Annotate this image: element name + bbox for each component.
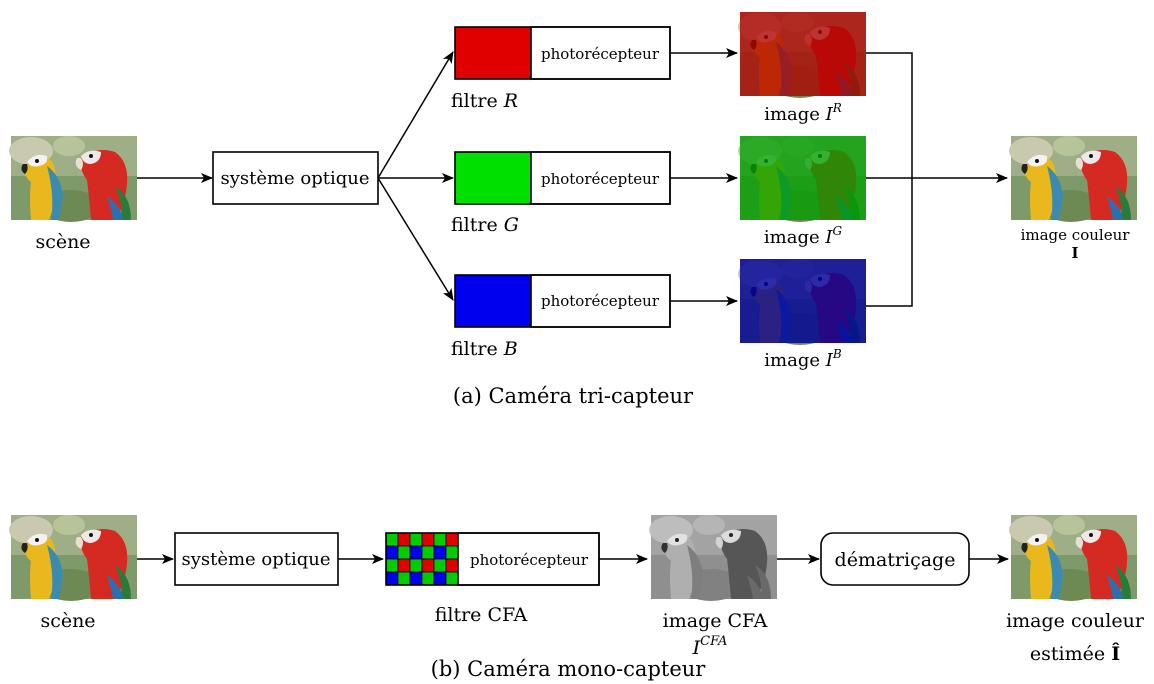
cfa-cell: [445, 571, 459, 586]
cfa-cell: [421, 545, 435, 560]
demosaic-label: dématriçage: [835, 549, 956, 571]
arrow-optics-to-r: [377, 51, 454, 179]
filter-label-g: filtre G: [451, 214, 519, 236]
output-image-top: [1009, 136, 1137, 222]
sensor-box-g: [530, 151, 671, 205]
cfa-cell: [445, 558, 459, 573]
output-label-bottom-2: estimée Î: [1030, 642, 1120, 665]
cfa-cell: [445, 532, 459, 547]
image-g-label: image IG: [764, 224, 843, 248]
filter-g-swatch: [455, 152, 531, 204]
image-b-label: image IB: [764, 347, 842, 371]
output-symbol-top: I: [1071, 244, 1078, 262]
optics-label-top: système optique: [220, 168, 369, 189]
scene-label-top: scène: [35, 231, 90, 253]
cfa-cell: [433, 558, 447, 573]
image-r-label: image IR: [764, 101, 842, 125]
arrow-optics-to-b: [377, 177, 454, 301]
cfa-cell: [445, 545, 459, 560]
sensor-label-bottom: photorécepteur: [470, 551, 589, 569]
filter-b-swatch: [455, 275, 531, 327]
cfa-cell: [421, 558, 435, 573]
cfa-cell: [433, 571, 447, 586]
sensor-label-r: photorécepteur: [541, 45, 660, 63]
cfa-cell: [385, 558, 399, 573]
scene-label-bottom: scène: [40, 610, 95, 632]
caption-a: (a) Caméra tri-capteur: [453, 384, 694, 408]
cfa-cell: [397, 571, 411, 586]
scene-image-bottom: [9, 515, 137, 601]
cfa-cell: [409, 545, 423, 560]
cfa-cell: [385, 532, 399, 547]
filter-label-cfa: filtre CFA: [435, 604, 528, 626]
cfa-image-label: image CFA: [663, 610, 768, 632]
sensor-label-b: photorécepteur: [541, 292, 660, 310]
optics-label-bottom: système optique: [181, 549, 330, 570]
cfa-cell: [397, 532, 411, 547]
cfa-cell: [409, 571, 423, 586]
cfa-image-symbol: ICFA: [692, 634, 728, 659]
filter-label-r: filtre R: [451, 90, 518, 112]
image-b: [738, 259, 866, 345]
output-label-top: image couleur: [1021, 226, 1131, 244]
image-r: [738, 12, 866, 98]
output-image-bottom: [1009, 515, 1137, 601]
cfa-cell: [409, 558, 423, 573]
optics-box-bottom: [174, 532, 339, 586]
caption-b: (b) Caméra mono-capteur: [431, 657, 707, 681]
cfa-cell: [421, 571, 435, 586]
cfa-cell: [421, 532, 435, 547]
scene-image-top: [9, 136, 137, 222]
sensor-label-g: photorécepteur: [541, 170, 660, 188]
cfa-cell: [433, 532, 447, 547]
image-g: [738, 136, 866, 222]
cfa-cell: [385, 545, 399, 560]
filter-r-swatch: [455, 27, 531, 79]
cfa-cell: [385, 571, 399, 586]
output-label-bottom: image couleur: [1006, 610, 1145, 632]
cfa-cell: [409, 532, 423, 547]
cfa-cell: [397, 545, 411, 560]
merge-bracket: [866, 52, 913, 307]
cfa-cell: [433, 545, 447, 560]
filter-label-b: filtre B: [451, 338, 518, 360]
cfa-cell: [397, 558, 411, 573]
cfa-filter-grid: [385, 532, 459, 586]
